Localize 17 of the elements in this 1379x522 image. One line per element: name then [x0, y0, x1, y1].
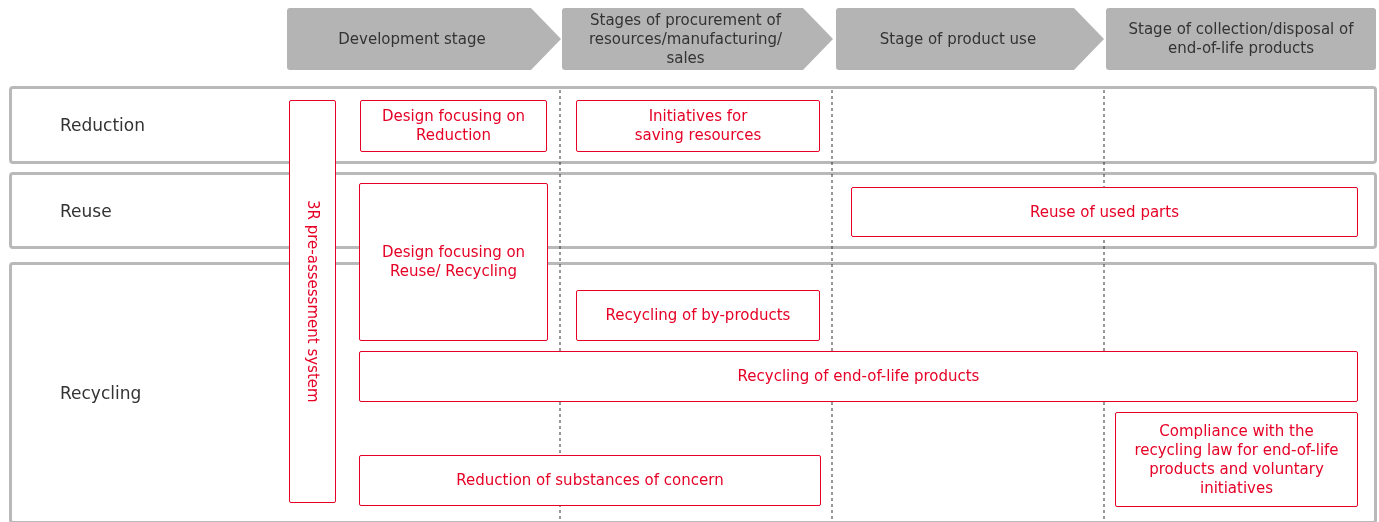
initiative-box: Reduction of substances of concern — [359, 455, 821, 506]
initiative-box: Design focusing on Reuse/ Recycling — [359, 183, 548, 341]
initiative-box: Initiatives for saving resources — [576, 100, 820, 152]
stage-header: Development stage — [287, 8, 561, 70]
system-box: 3R pre-assessment system — [289, 100, 336, 503]
initiative-box: Design focusing on Reduction — [360, 100, 547, 152]
stage-header: Stage of product use — [836, 8, 1104, 70]
row-band — [9, 86, 1377, 164]
initiative-box: Recycling of end-of-life products — [359, 351, 1358, 402]
initiative-box: Recycling of by-products — [576, 290, 820, 341]
stage-header: Stage of collection/disposal of end-of-life products — [1106, 8, 1376, 70]
initiative-box: Reuse of used parts — [851, 187, 1358, 237]
row-label: Recycling — [60, 383, 142, 403]
row-label: Reuse — [60, 200, 112, 221]
stage-header: Stages of procurement of resources/manufacturing/ sales — [562, 8, 833, 70]
row-label: Reduction — [60, 115, 145, 135]
initiative-box: Compliance with the recycling law for end-of-life products and voluntary initiatives — [1115, 412, 1358, 507]
